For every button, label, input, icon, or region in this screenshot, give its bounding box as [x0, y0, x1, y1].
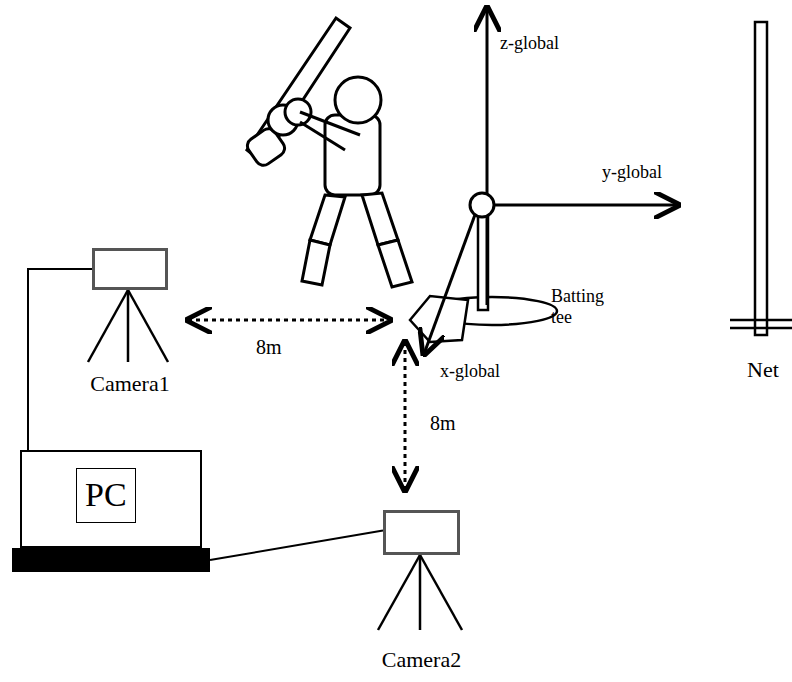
cable: [210, 531, 383, 561]
computer-node: PC: [12, 450, 210, 572]
axis-or-dimension-label: Batting tee: [551, 286, 621, 327]
axis-or-dimension-label: 8m: [256, 336, 282, 359]
axis-or-dimension-label: x-global: [440, 361, 500, 382]
camera-label: Camera1: [90, 371, 169, 397]
batting-tee: [410, 214, 557, 342]
net: [730, 22, 792, 335]
dimension-arrow: [188, 320, 405, 490]
axis-or-dimension-label: Net: [747, 357, 779, 382]
batter-figure: [244, 18, 412, 287]
axis-or-dimension-label: y-global: [602, 162, 662, 183]
laptop-base: [12, 548, 210, 572]
axis-or-dimension-label: 8m: [430, 412, 456, 435]
camera-node: Camera2: [383, 510, 460, 555]
pc-label-box: PC: [76, 468, 136, 523]
camera-label: Camera2: [382, 647, 461, 673]
pc-label: PC: [85, 475, 127, 516]
camera-node: Camera1: [92, 248, 168, 290]
global-axes: [424, 8, 678, 354]
axis-or-dimension-label: z-global: [500, 33, 559, 54]
cable: [28, 269, 92, 450]
laptop-screen: PC: [20, 450, 202, 548]
